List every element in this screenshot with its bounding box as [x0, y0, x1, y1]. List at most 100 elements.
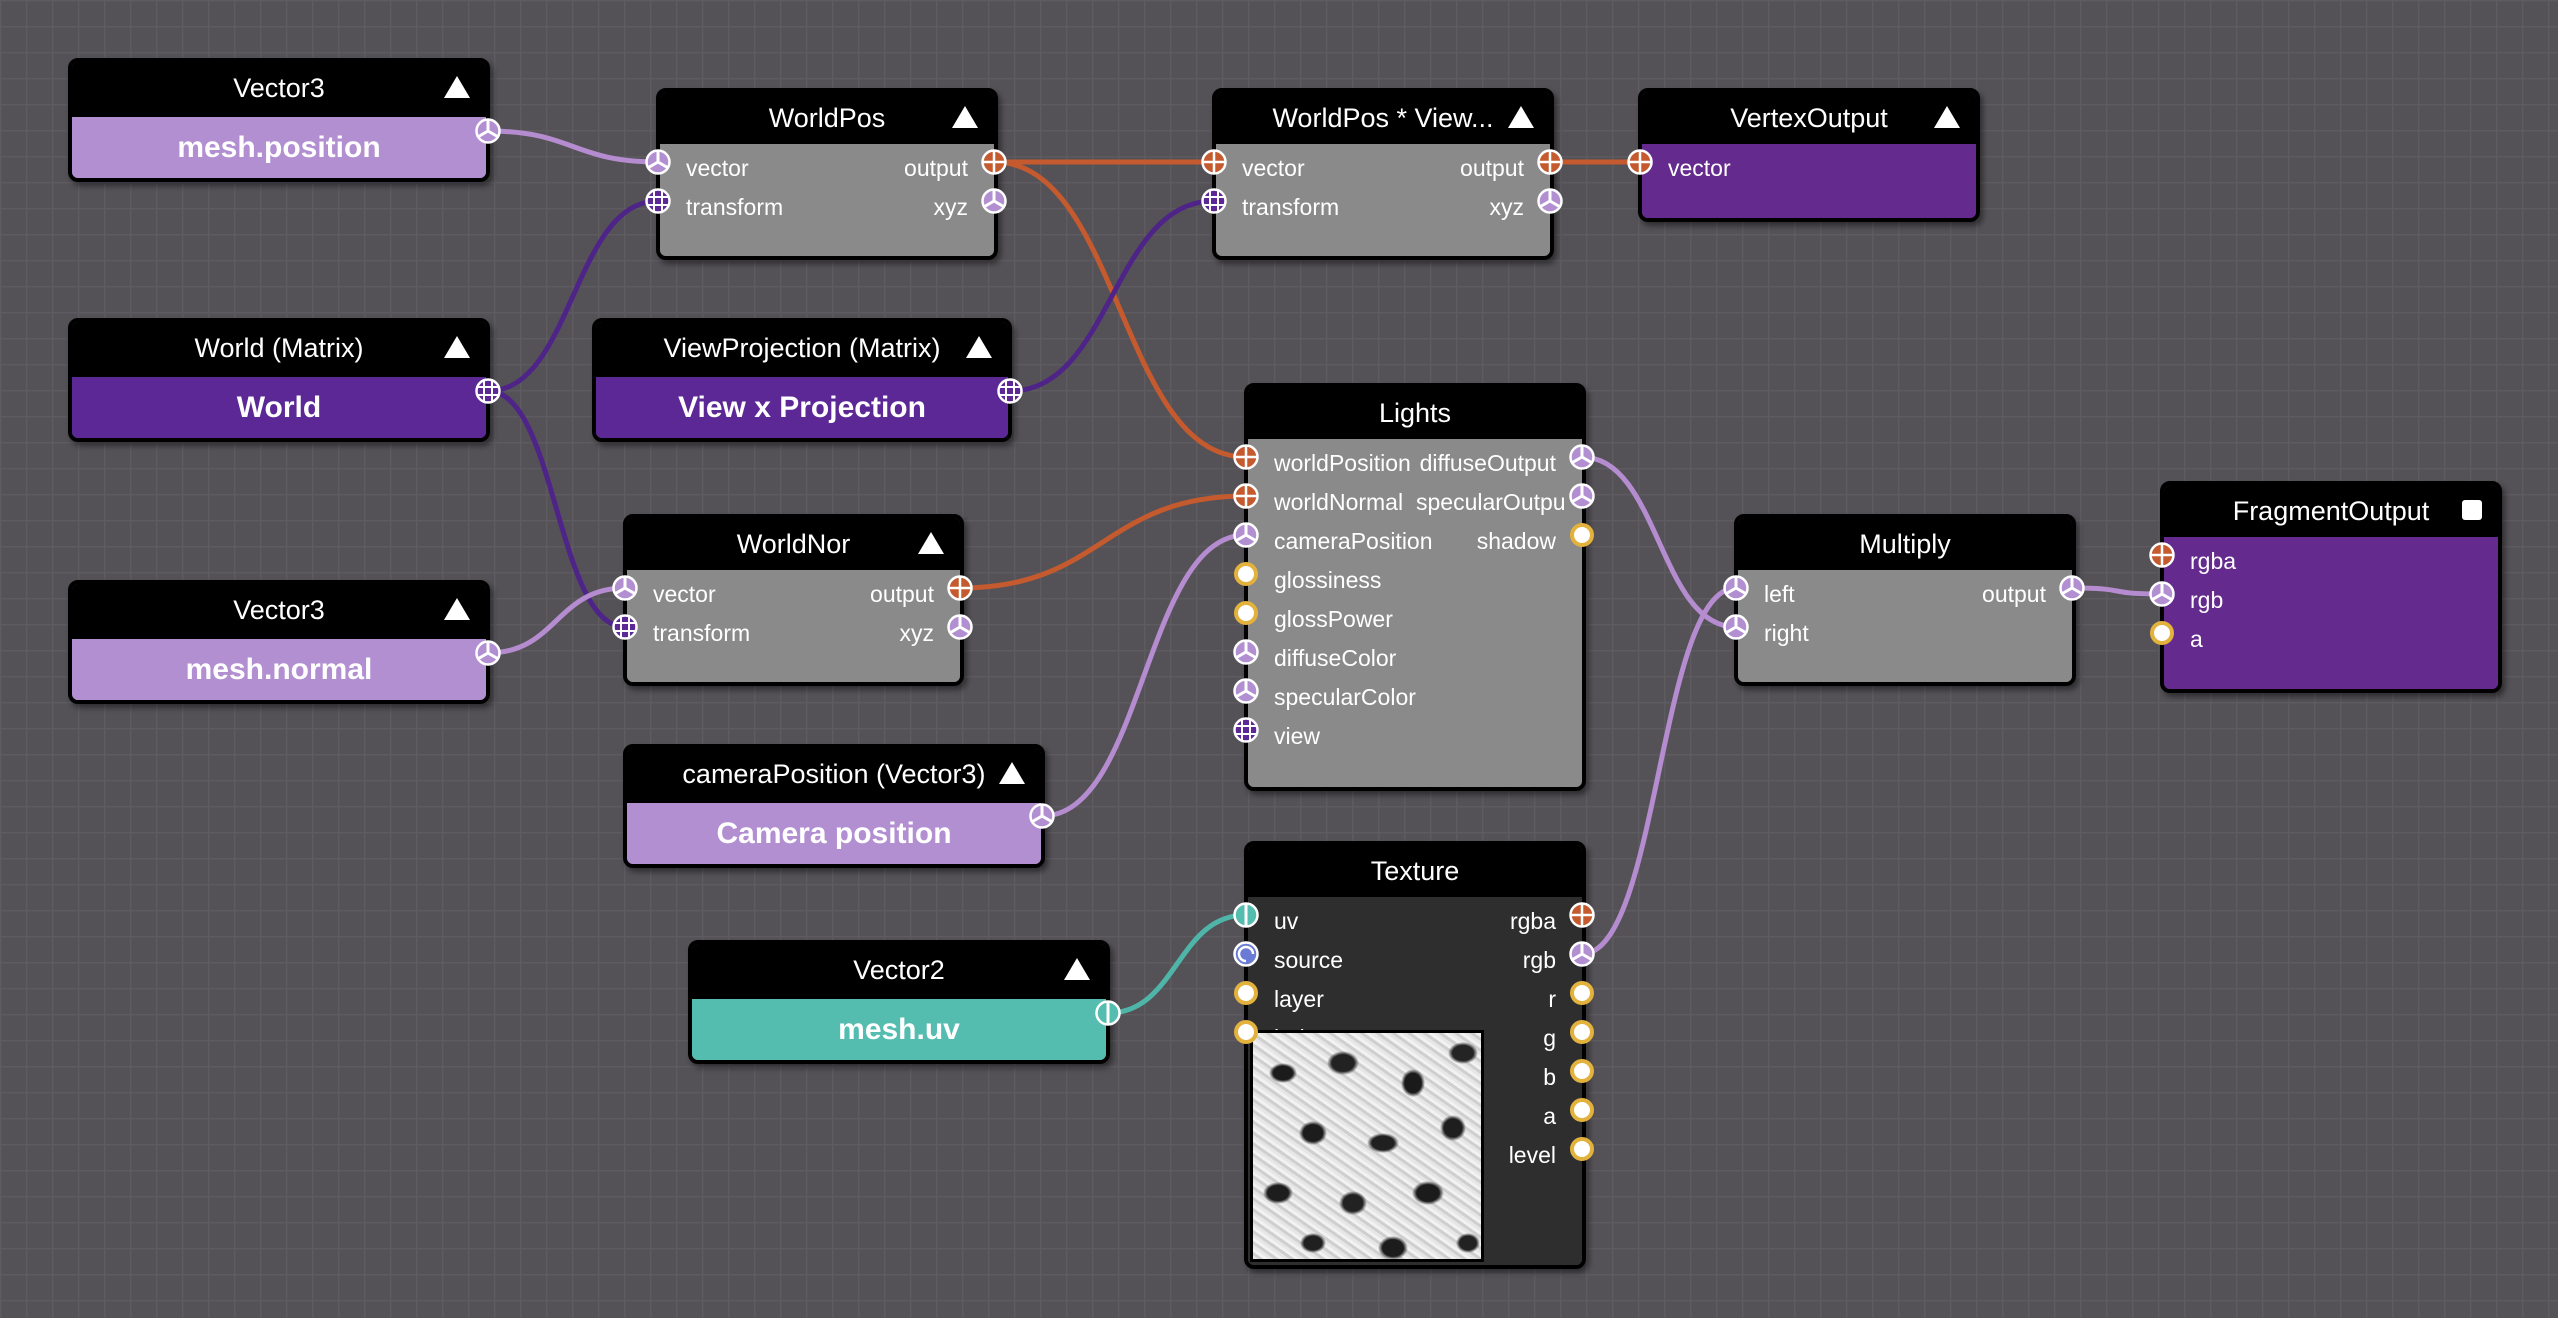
wire-vec3nor-out-to-worldnor-vector[interactable] — [487, 585, 626, 656]
port-viewproj-out-grid-circle-icon[interactable] — [997, 378, 1023, 404]
wire-viewproj-out-to-wpv-transform[interactable] — [1009, 198, 1215, 394]
node-multiply[interactable]: Multiply left right output — [1734, 514, 2076, 686]
triangle-up-icon[interactable] — [999, 762, 1025, 784]
node-worldpos[interactable]: WorldPos vector transform output xyz — [656, 88, 998, 260]
node-vertex-output[interactable]: VertexOutput vector — [1638, 88, 1980, 222]
port-lights-glosspow-ring-icon[interactable] — [1233, 600, 1259, 626]
node-header[interactable]: WorldNor — [627, 518, 960, 570]
port-worldpos-vector-tri-spoke-circle-icon[interactable] — [645, 149, 671, 175]
port-lights-diffcol-tri-spoke-circle-icon[interactable] — [1233, 639, 1259, 665]
node-header[interactable]: cameraPosition (Vector3) — [627, 748, 1041, 800]
port-lights-specout-tri-spoke-circle-icon[interactable] — [1569, 483, 1595, 509]
port-lights-campos-tri-spoke-circle-icon[interactable] — [1233, 522, 1259, 548]
node-header[interactable]: Vector2 — [692, 944, 1106, 996]
port-lights-worldpos-crosshair-circle-icon[interactable] — [1233, 444, 1259, 470]
triangle-up-icon[interactable] — [444, 336, 470, 358]
port-uv-out-split-circle-icon[interactable] — [1095, 1000, 1121, 1026]
port-worldnor-transform-grid-circle-icon[interactable] — [612, 614, 638, 640]
port-fo-a-ring-icon[interactable] — [2149, 620, 2175, 646]
port-tex-layer-ring-icon[interactable] — [1233, 980, 1259, 1006]
port-worldpos-transform-grid-circle-icon[interactable] — [645, 188, 671, 214]
port-tex-b-ring-icon[interactable] — [1569, 1058, 1595, 1084]
wire-uv-out-to-tex-uv[interactable] — [1107, 912, 1247, 1016]
port-tex-r-ring-icon[interactable] — [1569, 980, 1595, 1006]
port-label-r: r — [1548, 986, 1556, 1012]
port-tex-source-swirl-icon[interactable] — [1233, 941, 1259, 967]
port-lights-speccol-tri-spoke-circle-icon[interactable] — [1233, 678, 1259, 704]
port-wpv-xyz-tri-spoke-circle-icon[interactable] — [1537, 188, 1563, 214]
node-header[interactable]: Texture — [1248, 845, 1582, 897]
wire-tex-rgb-to-mul-left[interactable] — [1581, 585, 1737, 957]
port-vo-vector-crosshair-circle-icon[interactable] — [1627, 149, 1653, 175]
node-worldpos-view[interactable]: WorldPos * View... vector transform outp… — [1212, 88, 1554, 260]
port-lights-gloss-ring-icon[interactable] — [1233, 561, 1259, 587]
port-lights-worldnor-crosshair-circle-icon[interactable] — [1233, 483, 1259, 509]
port-wpv-transform-grid-circle-icon[interactable] — [1201, 188, 1227, 214]
node-header[interactable]: VertexOutput — [1642, 92, 1976, 144]
node-header[interactable]: WorldPos * View... — [1216, 92, 1550, 144]
node-value[interactable]: World — [72, 374, 486, 438]
port-vec3nor-out-tri-spoke-circle-icon[interactable] — [475, 640, 501, 666]
port-tex-rgb-tri-spoke-circle-icon[interactable] — [1569, 941, 1595, 967]
node-lights[interactable]: Lights worldPosition worldNormal cameraP… — [1244, 383, 1586, 791]
port-mul-left-tri-spoke-circle-icon[interactable] — [1723, 575, 1749, 601]
triangle-up-icon[interactable] — [918, 532, 944, 554]
node-vector3-position[interactable]: Vector3 mesh.position — [68, 58, 490, 182]
node-value[interactable]: mesh.uv — [692, 996, 1106, 1060]
triangle-up-icon[interactable] — [1934, 106, 1960, 128]
port-mul-output-tri-spoke-circle-icon[interactable] — [2059, 575, 2085, 601]
triangle-up-icon[interactable] — [966, 336, 992, 358]
wire-campos-out-to-lights-campos[interactable] — [1041, 532, 1247, 819]
wire-worldnor-output-to-lights-worldnor[interactable] — [959, 493, 1247, 591]
port-tex-uv-split-circle-icon[interactable] — [1233, 902, 1259, 928]
port-wpv-vector-crosshair-circle-icon[interactable] — [1201, 149, 1227, 175]
port-mul-right-tri-spoke-circle-icon[interactable] — [1723, 614, 1749, 640]
node-value[interactable]: mesh.normal — [72, 636, 486, 700]
node-vector2-uv[interactable]: Vector2 mesh.uv — [688, 940, 1110, 1064]
node-worldnor[interactable]: WorldNor vector transform output xyz — [623, 514, 964, 686]
port-world-out-grid-circle-icon[interactable] — [475, 378, 501, 404]
node-value[interactable]: Camera position — [627, 800, 1041, 864]
node-header[interactable]: Vector3 — [72, 584, 486, 636]
port-lights-view-grid-circle-icon[interactable] — [1233, 717, 1259, 743]
triangle-up-icon[interactable] — [952, 106, 978, 128]
port-worldnor-xyz-tri-spoke-circle-icon[interactable] — [947, 614, 973, 640]
port-worldpos-xyz-tri-spoke-circle-icon[interactable] — [981, 188, 1007, 214]
wire-lights-diffout-to-mul-right[interactable] — [1581, 454, 1737, 630]
port-lights-shadow-ring-icon[interactable] — [1569, 522, 1595, 548]
node-vector3-normal[interactable]: Vector3 mesh.normal — [68, 580, 490, 704]
port-tex-g-ring-icon[interactable] — [1569, 1019, 1595, 1045]
port-worldpos-output-crosshair-circle-icon[interactable] — [981, 149, 1007, 175]
triangle-up-icon[interactable] — [444, 76, 470, 98]
square-icon[interactable] — [2462, 500, 2482, 520]
port-worldnor-output-crosshair-circle-icon[interactable] — [947, 575, 973, 601]
port-worldnor-vector-tri-spoke-circle-icon[interactable] — [612, 575, 638, 601]
node-fragment-output[interactable]: FragmentOutput rgba rgb a — [2160, 481, 2502, 693]
node-viewprojection-matrix[interactable]: ViewProjection (Matrix) View x Projectio… — [592, 318, 1012, 442]
triangle-up-icon[interactable] — [1064, 958, 1090, 980]
wire-vec3pos-out-to-worldpos-vector[interactable] — [487, 128, 659, 165]
node-header[interactable]: Vector3 — [72, 62, 486, 114]
node-world-matrix[interactable]: World (Matrix) World — [68, 318, 490, 442]
port-wpv-output-crosshair-circle-icon[interactable] — [1537, 149, 1563, 175]
port-lights-diffout-tri-spoke-circle-icon[interactable] — [1569, 444, 1595, 470]
port-vec3pos-out-tri-spoke-circle-icon[interactable] — [475, 118, 501, 144]
node-camera-position[interactable]: cameraPosition (Vector3) Camera position — [623, 744, 1045, 868]
node-header[interactable]: Multiply — [1738, 518, 2072, 570]
triangle-up-icon[interactable] — [1508, 106, 1534, 128]
node-value[interactable]: View x Projection — [596, 374, 1008, 438]
port-fo-rgb-tri-spoke-circle-icon[interactable] — [2149, 581, 2175, 607]
port-tex-rgba-crosshair-circle-icon[interactable] — [1569, 902, 1595, 928]
port-fo-rgba-crosshair-circle-icon[interactable] — [2149, 542, 2175, 568]
port-tex-a-ring-icon[interactable] — [1569, 1097, 1595, 1123]
triangle-up-icon[interactable] — [444, 598, 470, 620]
node-header[interactable]: FragmentOutput — [2164, 485, 2498, 537]
port-tex-lod-ring-icon[interactable] — [1233, 1019, 1259, 1045]
node-header[interactable]: ViewProjection (Matrix) — [596, 322, 1008, 374]
port-campos-out-tri-spoke-circle-icon[interactable] — [1029, 803, 1055, 829]
node-value[interactable]: mesh.position — [72, 114, 486, 178]
node-header[interactable]: WorldPos — [660, 92, 994, 144]
node-header[interactable]: World (Matrix) — [72, 322, 486, 374]
port-tex-level-ring-icon[interactable] — [1569, 1136, 1595, 1162]
node-header[interactable]: Lights — [1248, 387, 1582, 439]
